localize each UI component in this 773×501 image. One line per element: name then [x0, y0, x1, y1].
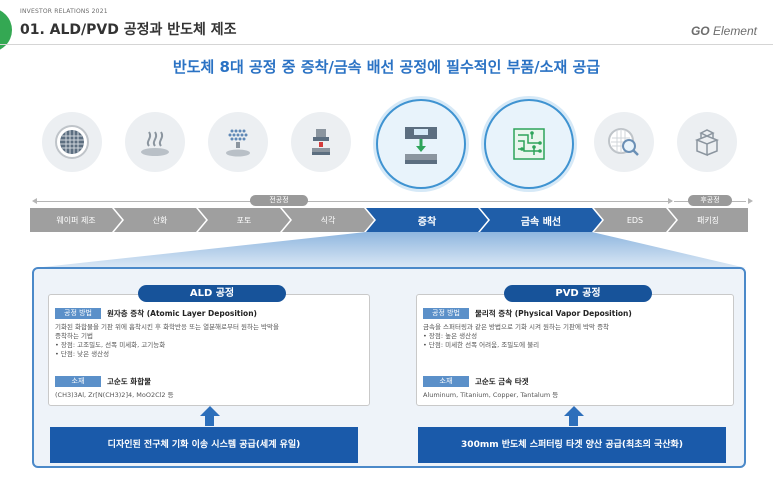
step-photo: 포토 [198, 208, 290, 232]
oxidation-icon [125, 112, 185, 172]
ald-material-name: 고순도 화합물 [107, 377, 152, 386]
ald-desc-line2: 증착하는 기법 [55, 332, 93, 340]
deposition-icon [376, 99, 466, 189]
step-label: EDS [626, 215, 644, 225]
step-label: 포토 [236, 215, 252, 225]
arrow-stem [569, 416, 578, 426]
ald-title: ALD 공정 [138, 285, 286, 302]
ald-material-list: (CH3)3Al, Zr[N(CH3)2]4, MoO2Cl2 등 [55, 391, 174, 399]
logo-element: Element [712, 24, 757, 38]
etch-icon [291, 112, 351, 172]
pvd-material-tag: 소재 [423, 376, 469, 387]
step-label: 산화 [152, 215, 168, 225]
step-packaging: 패키징 [668, 208, 748, 232]
ald-supply-callout: 디자인된 전구체 기화 이송 시스템 공급(세계 유일) [50, 427, 358, 463]
step-label: 금속 배선 [520, 216, 562, 228]
pvd-desc-line1: 금속을 스퍼터링과 같은 방법으로 기화 시켜 원하는 기판에 박막 증착 [423, 323, 610, 331]
arrow-head [564, 406, 584, 416]
arrow-stem [205, 416, 214, 426]
ald-method-name: 원자층 증착 (Atomic Layer Deposition) [107, 309, 257, 318]
front-line-left-arrow [32, 198, 37, 204]
eds-icon [594, 112, 654, 172]
step-wafer: 웨이퍼 제조 [30, 208, 122, 232]
photo-icon [208, 112, 268, 172]
front-line-right-arrow [668, 198, 673, 204]
ald-arrow-icon [200, 406, 220, 426]
report-label: INVESTOR RELATIONS 2021 [20, 8, 108, 15]
pvd-arrow-icon [564, 406, 584, 426]
metal-wiring-icon [484, 99, 574, 189]
header-divider [0, 44, 773, 45]
pvd-con: • 단점: 미세한 선폭 어려움, 조밀도에 불리 [423, 341, 540, 349]
company-logo: GO Element [691, 24, 757, 38]
step-oxidation: 산화 [114, 208, 206, 232]
process-detail-panel: 공정 방법 원자층 증착 (Atomic Layer Deposition) 기… [32, 267, 746, 468]
logo-go: GO [690, 24, 710, 38]
step-etch: 식각 [282, 208, 374, 232]
step-label: 증착 [417, 216, 437, 228]
pvd-material-name: 고순도 금속 타겟 [475, 377, 529, 386]
pvd-supply-callout: 300mm 반도체 스퍼터링 타겟 양산 공급(최초의 국산화) [418, 427, 726, 463]
pvd-card: 공정 방법 물리적 증착 (Physical Vapor Deposition)… [416, 294, 734, 406]
ald-description: 기화된 화합물을 기판 위에 흡착시킨 후 화학반응 또는 열분해로부터 원하는… [55, 323, 365, 359]
pvd-material-list: Aluminum, Titanium, Copper, Tantalum 등 [423, 391, 559, 399]
ald-con: • 단점: 낮은 생산성 [55, 350, 110, 358]
back-process-label: 후공정 [688, 195, 732, 206]
headline: 반도체 8대 공정 중 증착/금속 배선 공정에 필수적인 부품/소재 공급 [172, 58, 601, 76]
step-label: 식각 [320, 215, 336, 225]
step-eds: EDS [594, 208, 676, 232]
highlight-funnel [34, 232, 746, 268]
wafer-icon [42, 112, 102, 172]
back-line-right-arrow [748, 198, 753, 204]
packaging-icon [677, 112, 737, 172]
pvd-description: 금속을 스퍼터링과 같은 방법으로 기화 시켜 원하는 기판에 박막 증착 • … [423, 323, 729, 350]
pvd-method-name: 물리적 증착 (Physical Vapor Deposition) [475, 309, 632, 318]
ald-card: 공정 방법 원자층 증착 (Atomic Layer Deposition) 기… [48, 294, 370, 406]
ald-desc-line1: 기화된 화합물을 기판 위에 흡착시킨 후 화학반응 또는 열분해로부터 원하는… [55, 323, 279, 331]
step-label: 웨이퍼 제조 [56, 215, 96, 225]
section-marker [0, 8, 12, 52]
process-steps-bar: 웨이퍼 제조 산화 포토 식각 증착 금속 배선 EDS 패키징 [30, 208, 748, 232]
ald-material-tag: 소재 [55, 376, 101, 387]
ald-pro: • 장점: 고조밀도, 선폭 미세화, 고기능화 [55, 341, 166, 349]
ald-method-tag: 공정 방법 [55, 308, 101, 319]
front-process-line [36, 201, 672, 202]
step-label: 패키징 [696, 215, 720, 225]
arrow-head [200, 406, 220, 416]
front-process-label: 전공정 [250, 195, 308, 206]
pvd-method-tag: 공정 방법 [423, 308, 469, 319]
pvd-title: PVD 공정 [504, 285, 652, 302]
step-metal-wiring: 금속 배선 [480, 208, 602, 232]
step-deposition: 증착 [366, 208, 488, 232]
pvd-pro: • 장점: 높은 생산성 [423, 332, 478, 340]
page-title: 01. ALD/PVD 공정과 반도체 제조 [20, 22, 237, 38]
